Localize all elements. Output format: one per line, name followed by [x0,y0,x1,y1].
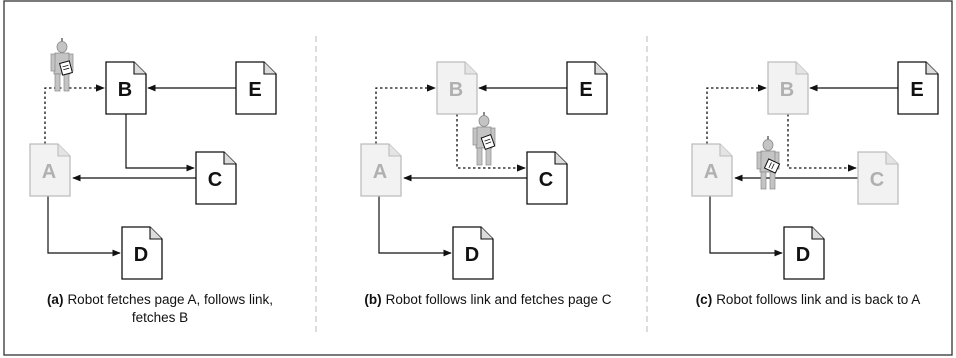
page-d: D [121,226,163,280]
page-label: E [910,79,923,101]
link-b-to-c [125,114,195,172]
page-fold [464,62,477,75]
page-a: A [360,143,402,197]
page-c: C [526,151,568,205]
robot-icon [50,38,74,92]
link-a-to-b [44,84,105,144]
robot-icon [756,136,781,190]
caption-line-1: (b) Robot follows link and fetches page C [364,292,611,307]
pages: A B C D E [29,61,277,280]
page-label: D [796,244,810,266]
page-fold [223,152,236,165]
page-label: C [208,169,222,191]
page-fold [554,152,567,165]
caption-line-2: fetches B [132,310,188,325]
page-fold [885,152,898,165]
robots [472,112,496,166]
document-page-icon [105,61,147,115]
page-label: E [248,79,261,101]
page-label: D [134,244,148,266]
page-label: B [780,79,794,101]
link-arrows [375,84,567,257]
panel-c: A B C D E (c)Robot follows link and is back … [691,61,939,307]
page-c: C [195,151,237,205]
page-label: D [465,244,479,266]
page-label: C [539,169,553,191]
carried-page-icon [59,60,73,76]
document-page-icon [436,61,478,115]
page-fold [263,62,276,75]
page-d: D [452,226,494,280]
link-a-to-d [378,196,452,257]
page-label: A [373,161,387,183]
page-a: A [691,143,733,197]
caption-tag: (a) [47,292,64,307]
link-arrows [44,84,236,257]
page-fold [719,144,732,157]
pages: A B C D E [691,61,939,280]
link-arrows [706,84,898,257]
robots [50,38,74,92]
page-e: E [235,61,277,115]
carried-page-icon [480,134,496,150]
robot-icon [472,112,496,166]
document-page-icon [783,226,825,280]
page-c: C [857,151,899,205]
caption-tag: (b) [364,292,381,307]
document-page-icon [121,226,163,280]
page-fold [57,144,70,157]
page-label: C [870,169,884,191]
document-page-icon [897,61,939,115]
link-a-to-b [706,84,767,144]
page-fold [133,62,146,75]
page-b: B [767,61,809,115]
page-label: E [579,79,592,101]
page-e: E [566,61,608,115]
page-fold [925,62,938,75]
caption-line-1: (c)Robot follows link and is back to A [696,292,921,307]
caption-text: Robot follows link and fetches page C [386,292,612,307]
page-b: B [105,61,147,115]
document-page-icon [29,143,71,197]
page-label: A [704,161,718,183]
document-page-icon [691,143,733,197]
page-label: B [449,79,463,101]
pages: A B C D E [360,61,608,280]
carried-page-icon [763,158,781,174]
page-fold [480,227,493,240]
caption-tag: (c) [696,292,713,307]
document-page-icon [235,61,277,115]
document-page-icon [857,151,899,205]
panel-a: A B C D E (a)Robot fetches page A, follows l… [29,38,277,325]
page-d: D [783,226,825,280]
page-label: B [118,79,132,101]
page-fold [149,227,162,240]
page-label: A [42,161,56,183]
document-page-icon [360,143,402,197]
panel-b: A B C D E (b) Robot follows link and fetches … [360,61,612,307]
page-fold [594,62,607,75]
page-fold [811,227,824,240]
document-page-icon [767,61,809,115]
robots [756,136,781,190]
page-fold [795,62,808,75]
link-a-to-d [709,196,783,257]
document-page-icon [452,226,494,280]
page-e: E [897,61,939,115]
page-a: A [29,143,71,197]
document-page-icon [526,151,568,205]
caption-text: Robot fetches page A, follows link, [67,292,273,307]
page-fold [388,144,401,157]
page-b: B [436,61,478,115]
document-page-icon [195,151,237,205]
link-a-to-b [375,84,436,144]
link-a-to-d [47,196,121,257]
document-page-icon [566,61,608,115]
caption-line-1: (a)Robot fetches page A, follows link, [47,292,273,307]
caption-text: Robot follows link and is back to A [716,292,920,307]
